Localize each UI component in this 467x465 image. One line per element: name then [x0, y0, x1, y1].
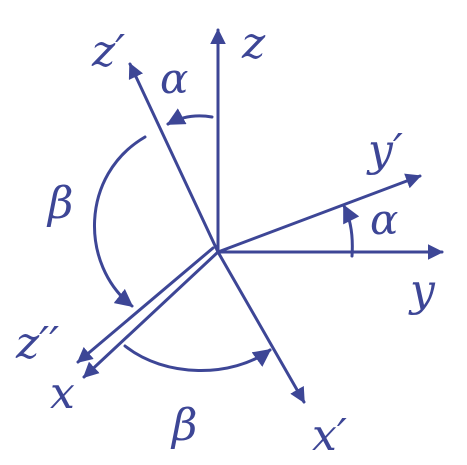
alpha-arc-right	[342, 204, 360, 258]
beta-arc-left	[93, 135, 147, 308]
z-prime-axis	[128, 62, 220, 254]
label-alpha-top: α	[160, 54, 188, 103]
label-y-prime: y′	[366, 125, 403, 176]
y-prime-axis	[216, 173, 422, 254]
label-x-prime: x′	[312, 410, 347, 461]
label-y: y	[408, 265, 436, 316]
label-z: z	[241, 18, 266, 69]
alpha-arc-top	[166, 108, 214, 126]
z-double-prime-axis	[76, 246, 215, 364]
label-z-prime: z′	[91, 26, 125, 77]
label-z-double-prime: z′′	[15, 318, 59, 369]
label-beta-left: β	[46, 178, 73, 229]
label-alpha-right: α	[370, 195, 398, 244]
x-prime-axis	[216, 250, 306, 404]
beta-arc-bottom	[123, 344, 272, 372]
label-x: x	[50, 368, 75, 419]
x-axis	[82, 250, 220, 379]
label-beta-bottom: β	[170, 400, 197, 451]
